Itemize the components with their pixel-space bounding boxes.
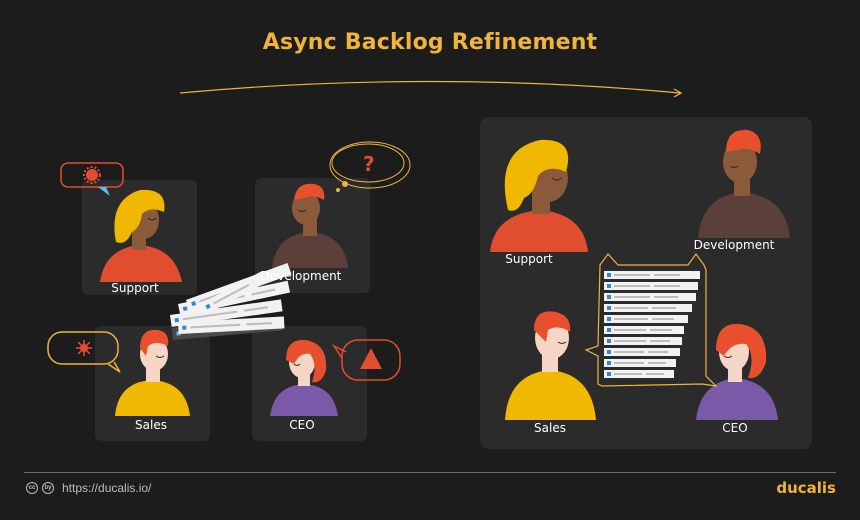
attribution-icon: by — [42, 482, 54, 494]
support-bubble — [60, 162, 124, 196]
diagram-title: Async Backlog Refinement — [262, 30, 598, 55]
label-development-right: Development — [693, 238, 775, 252]
development-person-right — [698, 129, 790, 238]
creative-commons-icon: cc — [26, 482, 38, 494]
label-ceo-left: CEO — [289, 418, 315, 432]
sales-person-left — [115, 329, 190, 416]
ceo-bubble — [331, 339, 401, 381]
sales-bubble — [47, 331, 121, 373]
backlog-list — [604, 271, 700, 378]
support-person-right — [490, 139, 588, 252]
label-support-left: Support — [111, 281, 159, 295]
star-burst-icon — [76, 340, 92, 356]
development-person-left — [272, 183, 348, 268]
label-sales-right: Sales — [534, 421, 566, 435]
label-sales-left: Sales — [135, 418, 167, 432]
footer-license: cc by https://ducalis.io/ — [26, 481, 151, 495]
ceo-person-right — [696, 323, 778, 420]
progress-arrow — [179, 80, 683, 98]
label-support-right: Support — [505, 252, 553, 266]
label-development-left: Development — [260, 269, 342, 283]
gear-burst-icon — [83, 166, 101, 184]
prioritized-backlog-bubble — [584, 252, 718, 387]
support-person-left — [100, 189, 182, 282]
triangle-icon — [360, 348, 382, 369]
question-mark-icon: ? — [363, 152, 375, 176]
footer-url[interactable]: https://ducalis.io/ — [62, 481, 152, 495]
footer-divider — [24, 472, 836, 473]
scattered-backlog-cards — [170, 263, 292, 340]
ceo-person-left — [270, 339, 338, 416]
brand-logo: ducalis — [776, 479, 836, 497]
sales-person-right — [505, 311, 596, 420]
label-ceo-right: CEO — [722, 421, 748, 435]
development-bubble: ? — [329, 141, 411, 192]
